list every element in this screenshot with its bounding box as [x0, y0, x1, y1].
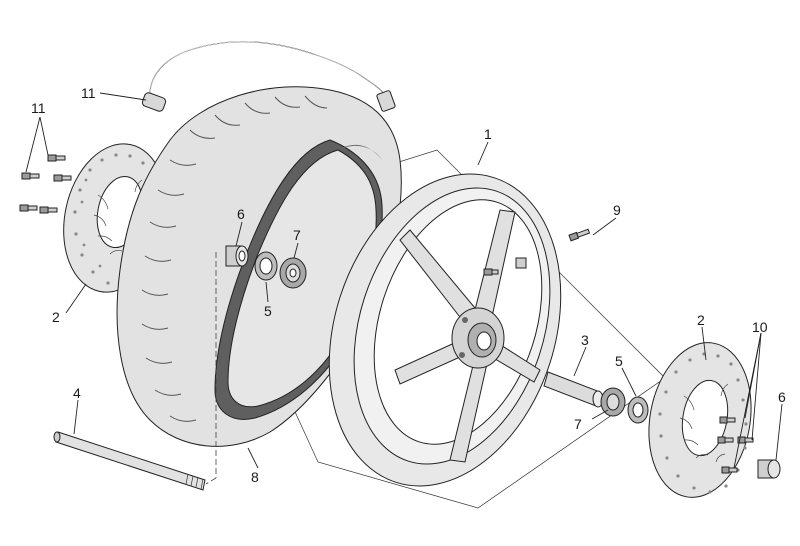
left-bearing-parts: [225, 245, 307, 289]
callout-8: 8: [251, 469, 259, 485]
seal-left: [254, 251, 278, 281]
callout-5-left: 5: [264, 303, 272, 319]
callout-2-right: 2: [697, 312, 705, 328]
callout-2-left: 2: [52, 309, 60, 325]
bearing-right: [600, 387, 626, 417]
speed-sensor: [141, 41, 396, 112]
callout-6-right: 6: [778, 389, 786, 405]
callout-7-left: 7: [293, 227, 301, 243]
callout-9: 9: [613, 202, 621, 218]
right-bearing-parts: [543, 371, 649, 424]
callout-7-right: 7: [574, 416, 582, 432]
assembly-guides: [205, 252, 217, 485]
spacer-tube-right: [543, 371, 604, 408]
brake-disc-right: [648, 342, 754, 498]
wheel-rim: [328, 173, 562, 487]
callout-labels: 11 11 2 6 7 5 1 9 4 8 3 5 7 2 10 6: [31, 85, 786, 485]
bearing-left: [279, 257, 307, 289]
spacer-left: [225, 245, 249, 267]
seal-right: [627, 396, 649, 424]
callout-11-left: 11: [31, 100, 46, 116]
leader-lines: [25, 92, 783, 469]
callout-6-left: 6: [237, 206, 245, 222]
callout-4: 4: [73, 385, 81, 401]
disc-bolts-left: [19, 154, 72, 214]
callout-1: 1: [484, 126, 492, 142]
spacer-right: [757, 459, 781, 479]
callout-10: 11: [81, 85, 96, 101]
callout-11-right: 10: [752, 319, 768, 335]
callout-3: 3: [581, 332, 589, 348]
axle: [53, 431, 206, 491]
valve-bolt: [483, 228, 591, 276]
callout-5-right: 5: [615, 353, 623, 369]
